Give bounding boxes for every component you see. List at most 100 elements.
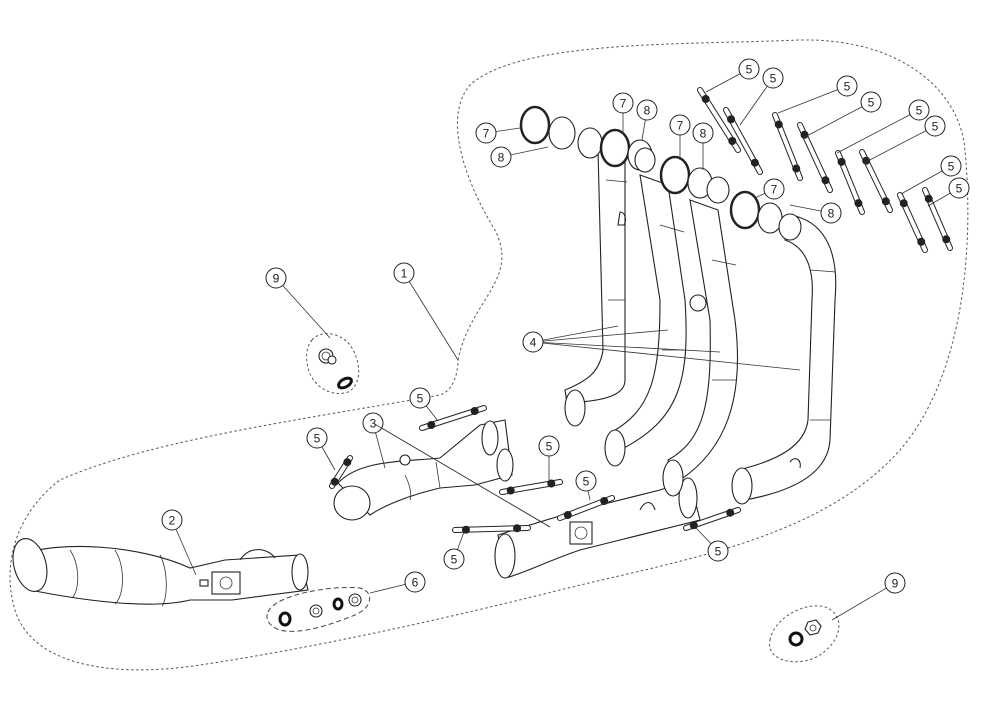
spring-coil <box>727 115 736 124</box>
callout-7: 7 <box>763 178 785 200</box>
callout-5: 5 <box>738 58 760 80</box>
callout-number: 5 <box>868 96 875 110</box>
spring-coil <box>701 95 710 103</box>
callout-1: 1 <box>393 262 415 284</box>
spring-coil <box>470 407 479 415</box>
leader-line <box>777 85 848 114</box>
spring-coil <box>513 524 522 533</box>
callout-number: 7 <box>620 97 627 111</box>
spring-coil <box>600 497 609 505</box>
callout-number: 5 <box>451 553 458 567</box>
callout-number: 4 <box>530 336 537 350</box>
callout-5: 5 <box>707 540 729 562</box>
collector-part-3 <box>333 419 514 521</box>
spring-icon <box>835 150 865 215</box>
spring-coil <box>427 421 436 429</box>
callout-9: 9 <box>265 267 287 289</box>
spring-icon <box>499 479 563 495</box>
spring-coil <box>854 199 863 208</box>
callout-4: 4 <box>522 331 544 353</box>
spring-coil <box>563 511 572 519</box>
leader-line <box>275 277 331 339</box>
spring-coil <box>726 508 735 517</box>
callout-number: 5 <box>314 432 321 446</box>
spring-icon <box>419 405 487 431</box>
spring-coil <box>689 521 698 530</box>
plug-bolt-icon <box>318 348 353 390</box>
header-pipes-part-4 <box>564 149 837 505</box>
spring-coil <box>800 130 809 139</box>
spring-coil <box>792 164 801 173</box>
callout-5: 5 <box>409 387 431 409</box>
part-6-group <box>266 586 370 632</box>
callout-number: 5 <box>746 63 753 77</box>
spring-icon <box>329 455 353 489</box>
callout-number: 8 <box>498 151 505 165</box>
spring-coil <box>330 477 339 486</box>
part-9-group-right <box>769 605 840 663</box>
leader-line <box>403 272 459 361</box>
part-9-group-left <box>306 333 360 394</box>
callout-5: 5 <box>948 177 970 199</box>
spring-coil <box>837 157 846 166</box>
callout-5: 5 <box>908 99 930 121</box>
spring-icon <box>557 495 615 521</box>
callout-5: 5 <box>575 470 597 492</box>
spring-coil <box>924 194 933 203</box>
spring-icon <box>897 192 928 253</box>
springs-part-5 <box>329 87 953 534</box>
callout-5: 5 <box>924 115 946 137</box>
leader-line <box>532 325 619 343</box>
callout-8: 8 <box>692 122 714 144</box>
spring-coil <box>343 458 352 467</box>
spring-icon <box>683 507 741 531</box>
gaskets-and-flanges <box>519 105 802 241</box>
callout-number: 1 <box>401 267 408 281</box>
callout-6: 6 <box>404 571 426 593</box>
callout-number: 7 <box>483 127 490 141</box>
callout-number: 5 <box>956 182 963 196</box>
callout-number: 5 <box>715 545 722 559</box>
callout-number: 2 <box>169 514 176 528</box>
callout-number: 5 <box>546 440 553 454</box>
spring-coil <box>899 199 908 208</box>
leader-line <box>802 101 872 139</box>
spring-icon <box>859 149 893 213</box>
callout-8: 8 <box>820 202 842 224</box>
spring-coil <box>547 479 556 488</box>
callout-2: 2 <box>161 509 183 531</box>
spring-coil <box>821 176 830 185</box>
callout-8: 8 <box>490 146 512 168</box>
callout-5: 5 <box>940 155 962 177</box>
callout-7: 7 <box>475 122 497 144</box>
callout-number: 9 <box>892 577 899 591</box>
callout-number: 5 <box>770 72 777 86</box>
kit-outline <box>9 39 969 671</box>
spring-icon <box>922 187 953 251</box>
callout-9: 9 <box>884 572 906 594</box>
leader-line <box>532 329 669 343</box>
callout-number: 6 <box>412 576 419 590</box>
leader-line <box>532 341 801 371</box>
link-pipe-part-2 <box>12 538 309 607</box>
callout-number: 5 <box>417 392 424 406</box>
callout-number: 5 <box>844 80 851 94</box>
mid-pipe-part-3 <box>494 477 701 579</box>
leader-line <box>836 109 920 154</box>
callout-5: 5 <box>860 91 882 113</box>
spring-coil <box>461 525 470 534</box>
leader-line <box>863 125 936 164</box>
spring-coil <box>750 158 759 167</box>
callout-number: 8 <box>644 104 651 118</box>
spring-coil <box>728 137 737 145</box>
spring-coil <box>774 120 783 129</box>
callout-number: 8 <box>828 207 835 221</box>
callout-5: 5 <box>836 75 858 97</box>
callout-5: 5 <box>443 548 465 570</box>
spring-coil <box>881 197 890 206</box>
leader-line <box>532 341 721 353</box>
spring-icon <box>697 87 741 153</box>
spring-coil <box>506 486 515 495</box>
